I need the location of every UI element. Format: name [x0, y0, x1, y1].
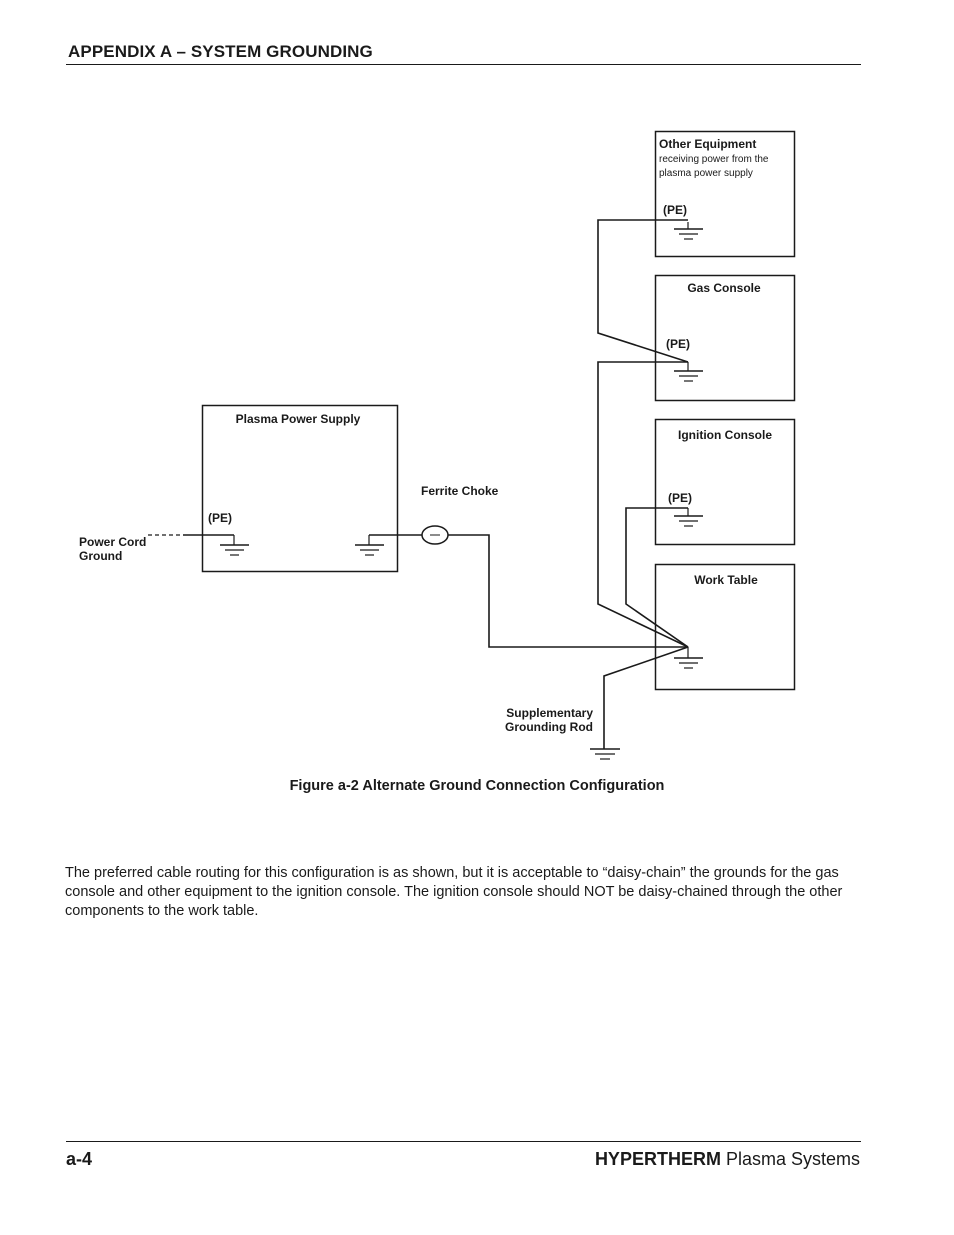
gas-console-box	[654, 274, 796, 402]
plasma-power-supply-box	[201, 404, 399, 573]
page-number: a-4	[66, 1149, 93, 1169]
other-equipment-box	[654, 130, 796, 258]
ignition-console-box	[654, 418, 796, 546]
ignition-console-title: Ignition Console	[678, 428, 772, 442]
work-table-box	[654, 563, 796, 691]
ground-icon-work-table	[674, 647, 703, 669]
brand-name: HYPERTHERM	[594, 1149, 721, 1169]
header-rule	[66, 64, 861, 65]
other-equipment-desc-2: plasma power supply	[659, 168, 753, 179]
other-equipment-title: Other Equipment	[659, 137, 756, 151]
ground-wires	[183, 219, 689, 749]
other-equipment-desc-1: receiving power from the	[659, 154, 769, 165]
ground-icon-other-equipment	[674, 222, 703, 240]
work-table-title: Work Table	[694, 573, 758, 587]
section-title: APPENDIX A – SYSTEM GROUNDING	[68, 42, 373, 61]
body-paragraph: The preferred cable routing for this con…	[65, 865, 843, 919]
plasma-power-supply-pe: (PE)	[208, 511, 232, 525]
grounding-rod-label-1: Supplementary	[506, 706, 593, 720]
power-cord-ground-label-1: Power Cord	[79, 535, 146, 549]
power-cord-ground-label-2: Ground	[79, 549, 122, 563]
ground-icon-power-supply-pe	[220, 535, 249, 556]
ground-icon-ignition-console	[674, 508, 703, 527]
ground-icon-grounding-rod	[590, 748, 620, 760]
figure-caption: Figure a-2 Alternate Ground Connection C…	[289, 778, 665, 794]
footer-rule	[66, 1141, 861, 1142]
ignition-console-pe: (PE)	[668, 491, 692, 505]
ground-icon-power-supply-output	[355, 535, 384, 556]
ground-icon-gas-console	[674, 362, 703, 382]
brand-suffix: Plasma Systems	[720, 1149, 860, 1169]
footer-brand: HYPERTHERM Plasma Systems	[595, 1149, 860, 1170]
ferrite-choke-icon	[421, 525, 449, 545]
gas-console-pe: (PE)	[666, 337, 690, 351]
other-equipment-pe: (PE)	[663, 203, 687, 217]
grounding-rod-label-2: Grounding Rod	[505, 720, 593, 734]
ferrite-choke-label: Ferrite Choke	[421, 484, 499, 498]
gas-console-title: Gas Console	[687, 281, 761, 295]
plasma-power-supply-title: Plasma Power Supply	[236, 412, 361, 426]
